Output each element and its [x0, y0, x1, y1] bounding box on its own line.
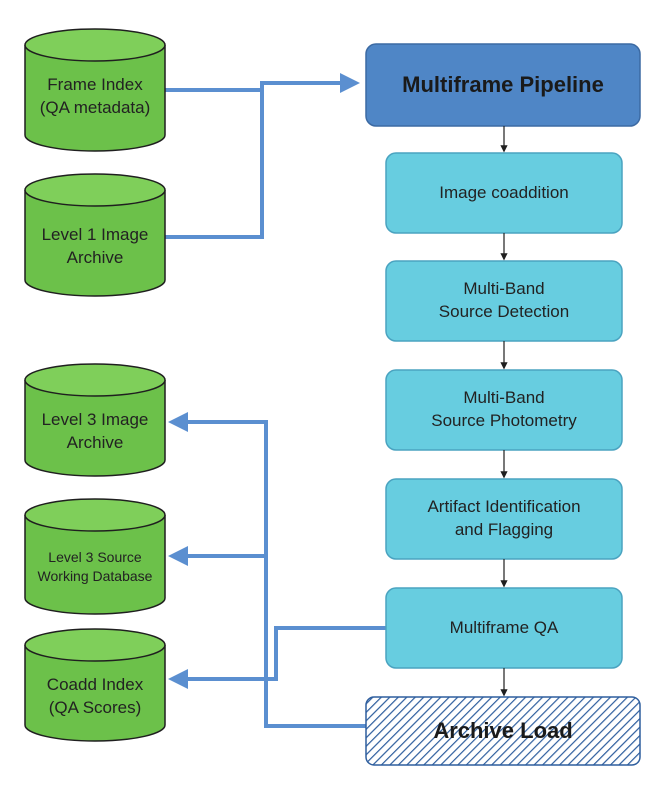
db-frame-index: [24, 28, 166, 152]
connector-qa-to-coadd-index: [168, 626, 386, 689]
connector-frame-index-to-pipeline: [165, 73, 360, 93]
db-coadd-index: [24, 628, 166, 742]
db-level3-source: [24, 498, 166, 615]
connector-archive-load-to-level3-archive: [168, 412, 366, 728]
step-box-2: [385, 260, 623, 342]
pipeline-header-box: [365, 43, 641, 127]
db-level1-archive: [24, 173, 166, 297]
step-box-3: [385, 369, 623, 451]
step-box-5: [385, 587, 623, 669]
archive-load-box: [365, 696, 641, 766]
connector-level1-to-pipeline: [165, 90, 264, 239]
step-box-1: [385, 152, 623, 234]
db-level3-archive: [24, 363, 166, 477]
step-box-4: [385, 478, 623, 560]
connectors: [165, 73, 386, 728]
